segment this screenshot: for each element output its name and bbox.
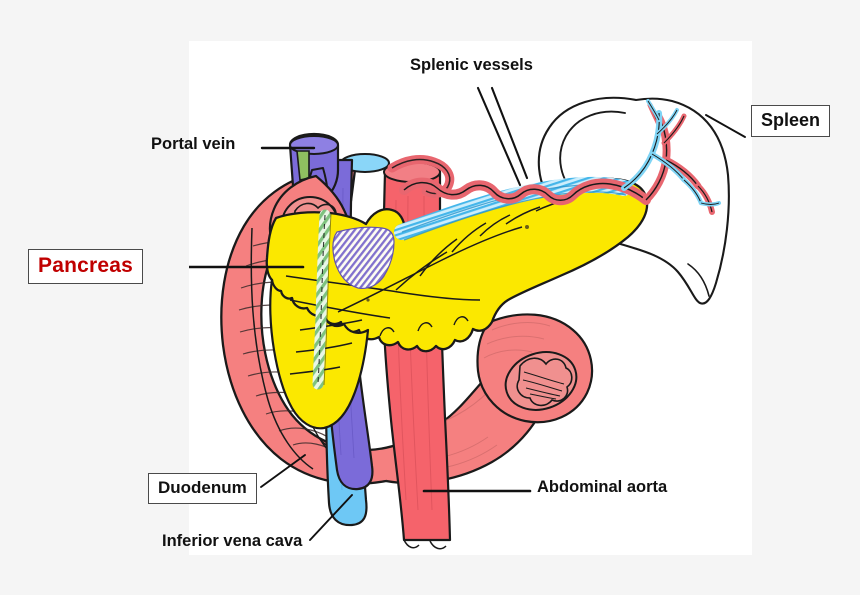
leader-spleen	[705, 114, 746, 138]
splenic-vein-hilar-branches	[621, 99, 721, 207]
leader-splenic-vessels-a	[476, 86, 522, 187]
label-abdominal-aorta[interactable]: Abdominal aorta	[537, 478, 668, 496]
pancreas-shape	[265, 177, 649, 430]
splenic-artery-shape	[387, 102, 715, 215]
label-portal-vein[interactable]: Portal vein	[151, 135, 236, 153]
label-pancreas[interactable]: Pancreas	[28, 249, 144, 285]
label-duodenum[interactable]: Duodenum	[148, 473, 257, 504]
mesenteric-vein-hatch	[332, 226, 395, 290]
pancreatic-duct-shape	[312, 209, 332, 390]
leader-splenic-vessels-b	[490, 86, 529, 180]
leader-duodenum	[260, 454, 306, 488]
leader-lines	[189, 86, 746, 541]
common-bile-duct-shape	[296, 150, 310, 181]
label-inferior-vena-cava[interactable]: Inferior vena cava	[162, 532, 303, 550]
cut-bowel-end-right	[476, 313, 594, 424]
leader-inferior-vena-cava	[309, 494, 353, 541]
label-splenic-vessels[interactable]: Splenic vessels	[410, 56, 533, 74]
label-spleen[interactable]: Spleen	[751, 105, 831, 137]
